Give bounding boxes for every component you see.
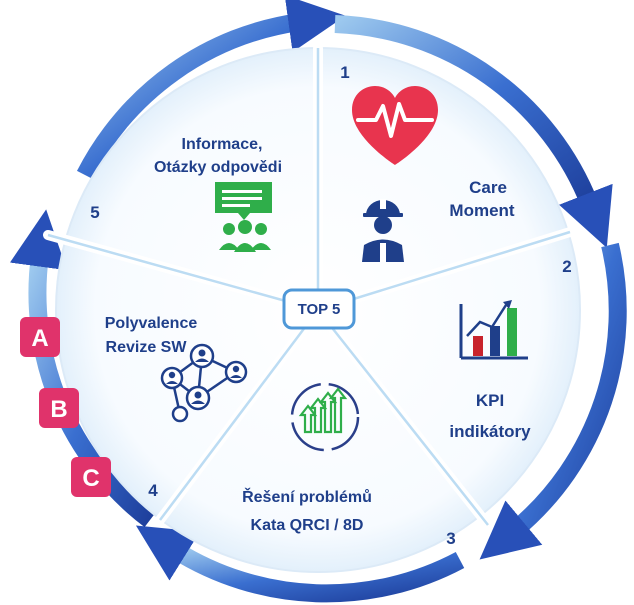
segment-number: 4 (148, 481, 158, 500)
segment-label-line-1: Informace, (182, 136, 263, 153)
segment-number: 2 (562, 257, 571, 276)
badge-label: C (82, 465, 99, 492)
worker-icon (362, 199, 404, 262)
heart-pulse-icon (352, 86, 438, 165)
segment-label-line-1: KPI (476, 391, 504, 410)
segment-5: 5 Informace, Otázky odpovědi (90, 136, 282, 252)
badge-b: B (39, 388, 79, 428)
segment-1: 1 Care Moment (340, 63, 515, 262)
arrow-1-to-2 (334, 15, 613, 248)
segment-label-line-1: Polyvalence (105, 315, 198, 332)
segment-label-line-1: Care (469, 178, 507, 197)
badge-c: C (71, 457, 111, 497)
segment-3: 3 Řešení problémů Kata QRCI / 8D (242, 382, 456, 548)
arrow-3-to-4 (135, 525, 465, 603)
badge-label: A (31, 325, 48, 352)
arrow-2-to-3 (479, 242, 627, 560)
team-chat-icon (215, 182, 272, 252)
arrow-5-to-1 (76, 0, 346, 180)
segment-number: 3 (446, 529, 455, 548)
segment-label-line-2: indikátory (449, 422, 531, 441)
segment-number: 5 (90, 203, 99, 222)
segment-4: 4 Polyvalence Revize SW (105, 315, 248, 500)
center-box: TOP 5 (282, 288, 356, 330)
segment-label-line-2: Moment (449, 201, 515, 220)
segment-label-line-2: Otázky odpovědi (154, 159, 282, 176)
badges: A B C (20, 317, 111, 497)
center-label: TOP 5 (298, 301, 341, 318)
segment-2: 2 KPI indikátory (449, 257, 571, 441)
badge-a: A (20, 317, 60, 357)
bar-chart-icon (459, 300, 528, 360)
segment-label-line-2: Kata QRCI / 8D (251, 517, 364, 534)
segment-number: 1 (340, 63, 349, 82)
segment-label-line-1: Řešení problémů (242, 487, 372, 506)
badge-label: B (50, 396, 67, 423)
network-people-icon (160, 343, 248, 423)
segment-label-line-2: Revize SW (106, 339, 188, 356)
improvement-cycle-icon (290, 382, 360, 452)
